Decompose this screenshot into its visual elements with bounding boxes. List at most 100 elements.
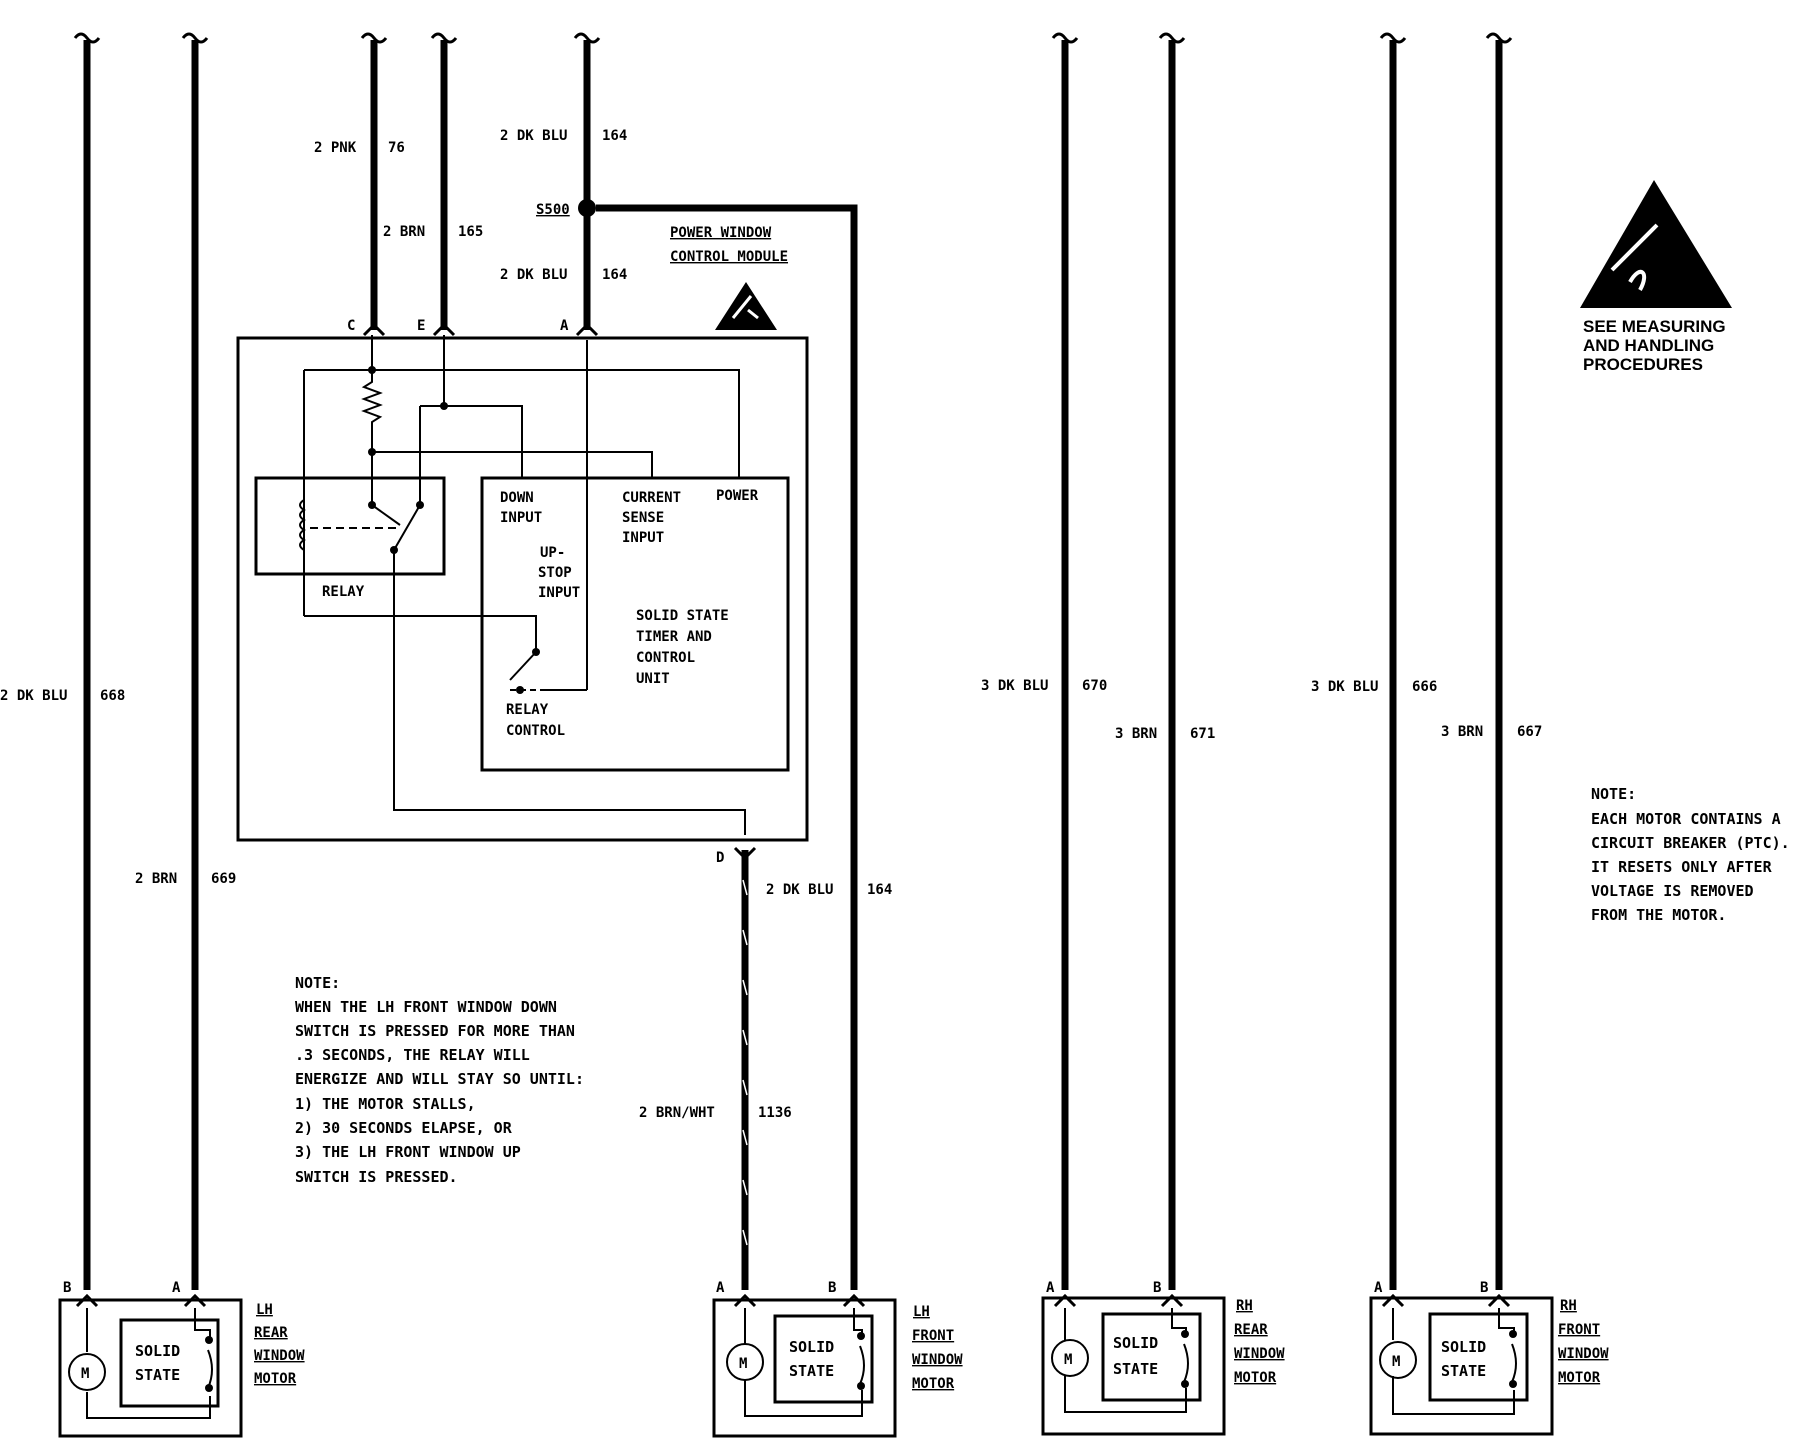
svg-text:A: A <box>172 1280 181 1296</box>
svg-text:WINDOW: WINDOW <box>1558 1346 1609 1362</box>
svg-text:AND HANDLING: AND HANDLING <box>1583 336 1714 355</box>
motor-rh-front: A B M SOLID STATE RH FRONT WINDOW MOTOR <box>1369 1280 1609 1436</box>
svg-text:ENERGIZE AND WILL STAY SO UNTI: ENERGIZE AND WILL STAY SO UNTIL: <box>295 1070 584 1088</box>
svg-text:REAR: REAR <box>1234 1322 1268 1338</box>
svg-text:MOTOR: MOTOR <box>254 1371 297 1387</box>
svg-text:STATE: STATE <box>789 1362 834 1380</box>
wire-module-e: 2 BRN 165 <box>383 40 483 330</box>
svg-text:STATE: STATE <box>135 1366 180 1384</box>
motor-symbol: M <box>1392 1354 1400 1370</box>
svg-text:PROCEDURES: PROCEDURES <box>1583 355 1703 374</box>
svg-text:2 BRN/WHT: 2 BRN/WHT <box>639 1105 715 1121</box>
wire-lh-rear-a: 2 BRN 669 <box>135 40 236 1290</box>
splice-s500: S500 <box>536 199 858 1290</box>
esd-warning: SEE MEASURING AND HANDLING PROCEDURES <box>1580 180 1732 374</box>
svg-text:SEE MEASURING: SEE MEASURING <box>1583 317 1726 336</box>
wire-break-marks <box>73 32 1513 44</box>
svg-text:3 DK BLU: 3 DK BLU <box>1311 679 1378 695</box>
svg-text:MOTOR: MOTOR <box>1558 1370 1601 1386</box>
svg-text:LH: LH <box>913 1304 930 1320</box>
svg-text:NOTE:: NOTE: <box>295 974 340 992</box>
svg-text:INPUT: INPUT <box>622 530 664 546</box>
svg-text:SENSE: SENSE <box>622 510 664 526</box>
esd-warning-icon <box>1580 180 1732 308</box>
svg-text:SWITCH IS PRESSED.: SWITCH IS PRESSED. <box>295 1168 458 1186</box>
svg-text:CURRENT: CURRENT <box>622 490 681 506</box>
svg-text:IT RESETS ONLY AFTER: IT RESETS ONLY AFTER <box>1591 858 1773 876</box>
note-relay-timing: NOTE: WHEN THE LH FRONT WINDOW DOWN SWIT… <box>295 974 584 1186</box>
svg-text:666: 666 <box>1412 679 1437 695</box>
svg-text:INPUT: INPUT <box>500 510 542 526</box>
motor-symbol: M <box>1064 1352 1072 1368</box>
svg-text:2 BRN: 2 BRN <box>383 224 425 240</box>
svg-text:165: 165 <box>458 224 483 240</box>
svg-text:UNIT: UNIT <box>636 671 670 687</box>
svg-text:2 DK BLU: 2 DK BLU <box>0 688 67 704</box>
svg-text:MOTOR: MOTOR <box>912 1376 955 1392</box>
svg-text:CIRCUIT BREAKER (PTC).: CIRCUIT BREAKER (PTC). <box>1591 834 1790 852</box>
svg-text:B: B <box>828 1280 836 1296</box>
svg-text:2) 30 SECONDS ELAPSE, OR: 2) 30 SECONDS ELAPSE, OR <box>295 1119 513 1137</box>
svg-text:667: 667 <box>1517 724 1542 740</box>
wire-rh-front-b: 3 BRN 667 <box>1441 40 1542 1290</box>
svg-text:INPUT: INPUT <box>538 585 580 601</box>
svg-text:DOWN: DOWN <box>500 490 534 506</box>
solid-state-timer-unit: DOWN INPUT CURRENT SENSE INPUT POWER UP-… <box>480 476 790 772</box>
svg-text:NOTE:: NOTE: <box>1591 785 1636 803</box>
svg-text:A: A <box>716 1280 725 1296</box>
svg-text:S500: S500 <box>536 202 570 218</box>
svg-text:B: B <box>1480 1280 1488 1296</box>
svg-text:B: B <box>1153 1280 1161 1296</box>
svg-text:2 DK BLU: 2 DK BLU <box>766 882 833 898</box>
svg-text:RELAY: RELAY <box>506 702 549 718</box>
svg-text:2 DK BLU: 2 DK BLU <box>500 267 567 283</box>
wire-rh-front-a: 3 DK BLU 666 <box>1311 40 1437 1290</box>
svg-text:A: A <box>560 318 569 334</box>
svg-text:RELAY: RELAY <box>322 584 365 600</box>
svg-text:668: 668 <box>100 688 125 704</box>
svg-text:670: 670 <box>1082 678 1107 694</box>
svg-text:D: D <box>716 850 724 866</box>
svg-text:2 DK BLU: 2 DK BLU <box>500 128 567 144</box>
svg-text:WINDOW: WINDOW <box>1234 1346 1285 1362</box>
svg-text:3 DK BLU: 3 DK BLU <box>981 678 1048 694</box>
svg-text:REAR: REAR <box>254 1325 288 1341</box>
wire-rh-rear-a: 3 DK BLU 670 <box>981 40 1107 1290</box>
svg-text:SOLID: SOLID <box>1113 1334 1158 1352</box>
svg-text:WHEN THE LH FRONT WINDOW DOWN: WHEN THE LH FRONT WINDOW DOWN <box>295 998 557 1016</box>
svg-text:CONTROL: CONTROL <box>506 723 565 739</box>
relay: RELAY <box>254 476 446 600</box>
svg-text:STATE: STATE <box>1441 1362 1486 1380</box>
svg-text:STATE: STATE <box>1113 1360 1158 1378</box>
svg-text:A: A <box>1046 1280 1055 1296</box>
svg-text:STOP: STOP <box>538 565 572 581</box>
svg-text:MOTOR: MOTOR <box>1234 1370 1277 1386</box>
wire-rh-rear-b: 3 BRN 671 <box>1115 40 1215 1290</box>
svg-text:3) THE LH FRONT WINDOW UP: 3) THE LH FRONT WINDOW UP <box>295 1143 521 1161</box>
svg-text:SOLID: SOLID <box>789 1338 834 1356</box>
svg-text:RH: RH <box>1236 1298 1253 1314</box>
svg-text:164: 164 <box>602 128 627 144</box>
wire-lh-rear-b: 2 DK BLU 668 <box>0 40 125 1290</box>
power-window-control-module: POWER WINDOW CONTROL MODULE C E A D <box>236 225 809 866</box>
wire-module-c: 2 PNK 76 <box>314 40 405 330</box>
svg-text:669: 669 <box>211 871 236 887</box>
svg-text:3 BRN: 3 BRN <box>1115 726 1157 742</box>
note-ptc: NOTE: EACH MOTOR CONTAINS A CIRCUIT BREA… <box>1591 785 1790 924</box>
svg-text:VOLTAGE IS REMOVED: VOLTAGE IS REMOVED <box>1591 882 1754 900</box>
svg-text:CONTROL: CONTROL <box>636 650 695 666</box>
svg-text:C: C <box>347 318 355 334</box>
motor-lh-rear: B A M SOLID STATE LH REAR WINDOW MOTOR <box>58 1280 305 1438</box>
esd-warning-icon-small <box>715 282 777 330</box>
svg-text:UP-: UP- <box>540 545 565 561</box>
svg-text:SOLID: SOLID <box>1441 1338 1486 1356</box>
svg-text:POWER: POWER <box>716 488 759 504</box>
svg-text:3 BRN: 3 BRN <box>1441 724 1483 740</box>
svg-text:1) THE MOTOR STALLS,: 1) THE MOTOR STALLS, <box>295 1095 476 1113</box>
svg-text:WINDOW: WINDOW <box>912 1352 963 1368</box>
svg-text:SWITCH IS PRESSED FOR MORE THA: SWITCH IS PRESSED FOR MORE THAN <box>295 1022 575 1040</box>
svg-text:CONTROL MODULE: CONTROL MODULE <box>670 249 788 265</box>
svg-text:WINDOW: WINDOW <box>254 1348 305 1364</box>
svg-text:EACH MOTOR CONTAINS A: EACH MOTOR CONTAINS A <box>1591 810 1781 828</box>
